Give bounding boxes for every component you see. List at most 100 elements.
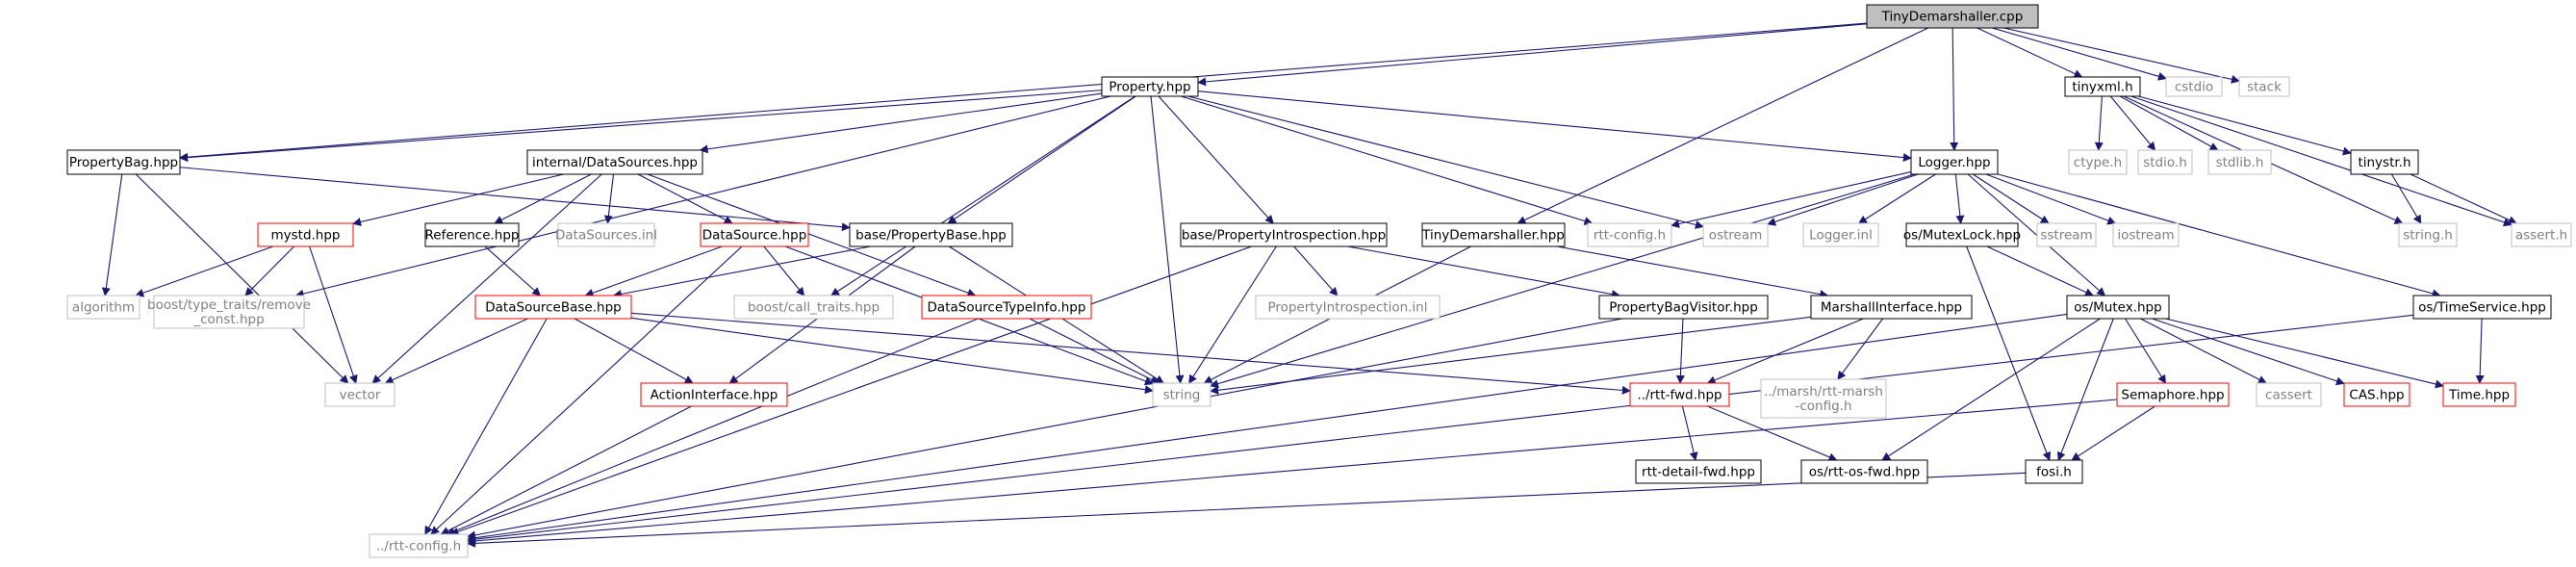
node-label: tinyxml.h [2072, 80, 2132, 95]
edge-timeservice-to-time [2475, 318, 2485, 384]
node-call-traits[interactable]: boost/call_traits.hpp [733, 295, 894, 320]
edge-tinyxml-to-tinystr [2138, 95, 2352, 156]
node-iostream[interactable]: iostream [2112, 222, 2180, 247]
node-assert-h[interactable]: assert.h [2511, 222, 2572, 247]
node-label: Time.hpp [2448, 388, 2510, 403]
edge-mutexlock-to-fosi [1966, 245, 2052, 461]
node-fosi[interactable]: fosi.h [2025, 459, 2083, 484]
node-rtt-config-h[interactable]: rtt-config.h [1587, 222, 1672, 247]
node-box [1180, 222, 1388, 247]
node-tinydem-h[interactable]: TinyDemarshaller.hpp [1421, 222, 1566, 247]
node-base-propbase[interactable]: base/PropertyBase.hpp [849, 222, 1013, 247]
edge-internal_ds-to-datasources_inl [603, 173, 615, 224]
node-box [2112, 222, 2180, 247]
edge-property-to-propertybag [179, 90, 1103, 163]
edge-internal_ds-to-mystd [352, 173, 564, 226]
edge-mystd-to-algorithm [135, 245, 274, 297]
node-logger-inl[interactable]: Logger.inl [1802, 222, 1879, 247]
edge-propertybag-to-vector [135, 173, 349, 384]
node-rtt-fwd[interactable]: ../rtt-fwd.hpp [1629, 382, 1730, 407]
edge-property-to-base_propbase [947, 95, 1136, 224]
node-propertybag[interactable]: PropertyBag.hpp [66, 149, 181, 175]
edge-property-to-logger [1197, 90, 1912, 162]
node-string[interactable]: string [1152, 382, 1211, 407]
node-ctype[interactable]: ctype.h [2068, 149, 2128, 175]
edge-dsbase-to-string [630, 317, 1154, 395]
edge-datasource-to-rtt_config_main [430, 245, 743, 535]
node-label: CAS.hpp [2349, 388, 2404, 403]
node-os-mutex[interactable]: os/Mutex.hpp [2066, 295, 2170, 320]
edge-root-to-tinydem_h [1517, 27, 1929, 224]
node-box [733, 295, 894, 320]
node-stdio[interactable]: stdio.h [2137, 149, 2193, 175]
node-tinystr[interactable]: tinystr.h [2350, 149, 2419, 175]
node-string-h[interactable]: string.h [2398, 222, 2458, 247]
node-stack[interactable]: stack [2238, 76, 2290, 97]
node-label: string [1163, 388, 1201, 403]
node-label: mystd.hpp [270, 228, 340, 244]
edge-base_propintro-to-rtt_config_main [449, 245, 1252, 536]
node-datasources-inl[interactable]: DataSources.inl [555, 222, 657, 247]
edge-property-to-ostream [1187, 95, 1704, 229]
node-label: string.h [2403, 228, 2453, 244]
node-vector[interactable]: vector [324, 382, 395, 407]
node-box [2398, 222, 2458, 247]
node-ostream[interactable]: ostream [1702, 222, 1769, 247]
node-label: sstream [2040, 228, 2092, 244]
node-internal-ds[interactable]: internal/DataSources.hpp [526, 149, 703, 175]
node-box [1587, 222, 1672, 247]
node-rtt-detail-fwd[interactable]: rtt-detail-fwd.hpp [1635, 459, 1762, 484]
edge-logger-to-mutexlock [1954, 173, 1965, 224]
node-reference[interactable]: Reference.hpp [424, 222, 520, 247]
node-dsbase[interactable]: DataSourceBase.hpp [474, 295, 632, 320]
node-box [1760, 378, 1887, 419]
node-box [2511, 222, 2572, 247]
node-logger[interactable]: Logger.hpp [1910, 149, 1999, 175]
node-mutexlock[interactable]: os/MutexLock.hpp [1903, 222, 2021, 247]
node-marsh-config[interactable]: ../marsh/rtt-marsh-config.h [1760, 378, 1887, 419]
edge-os_mutex-to-rtt_config_main [467, 313, 2068, 543]
node-stdlib[interactable]: stdlib.h [2207, 149, 2272, 175]
node-label: DataSources.inl [555, 228, 657, 244]
edge-property-to-call_traits [830, 95, 1136, 296]
edge-propbagvisitor-to-rtt_config_main [467, 318, 1622, 540]
node-root[interactable]: TinyDemarshaller.cpp [1866, 4, 2039, 29]
node-tinyxml[interactable]: tinyxml.h [2064, 76, 2141, 97]
node-propintro-inl[interactable]: PropertyIntrospection.inl [1255, 295, 1441, 320]
node-sstream[interactable]: sstream [2036, 222, 2097, 247]
node-algorithm[interactable]: algorithm [66, 295, 140, 320]
node-rtt-config-main[interactable]: ../rtt-config.h [369, 533, 469, 558]
edge-tinyxml-to-ctype [2094, 95, 2104, 151]
node-dstypeinfo[interactable]: DataSourceTypeInfo.hpp [921, 295, 1092, 320]
node-actioninterface[interactable]: ActionInterface.hpp [640, 382, 788, 407]
edge-logger-to-rtt_config_h [1671, 171, 1912, 228]
node-base-propintro[interactable]: base/PropertyIntrospection.hpp [1180, 222, 1388, 247]
node-cstdio[interactable]: cstdio [2165, 76, 2223, 97]
node-box [1152, 382, 1211, 407]
node-label: TinyDemarshaller.cpp [1881, 10, 2024, 25]
edge-dstypeinfo-to-string [1029, 318, 1160, 384]
node-marshallinterface[interactable]: MarshallInterface.hpp [1810, 295, 1973, 320]
node-datasource[interactable]: DataSource.hpp [700, 222, 809, 247]
node-label: Semaphore.hpp [2121, 388, 2224, 403]
node-box [557, 222, 655, 247]
node-time[interactable]: Time.hpp [2442, 382, 2516, 407]
edge-datasource-to-dsbase [584, 245, 723, 297]
node-label: iostream [2117, 228, 2174, 244]
node-label: assert.h [2515, 228, 2567, 244]
node-remove-const[interactable]: boost/type_traits/remove_const.hpp [147, 295, 311, 329]
node-property[interactable]: Property.hpp [1101, 76, 1199, 97]
edge-tinystr-to-assert_h [2410, 173, 2517, 224]
edge-logger-to-timeservice [1997, 173, 2441, 298]
node-box [2350, 149, 2419, 175]
node-timeservice[interactable]: os/TimeService.hpp [2412, 295, 2552, 320]
edge-property-to-string [1150, 95, 1185, 384]
node-cas[interactable]: CAS.hpp [2343, 382, 2410, 407]
node-semaphore[interactable]: Semaphore.hpp [2116, 382, 2230, 407]
node-mystd[interactable]: mystd.hpp [257, 222, 354, 247]
node-rtt-os-fwd[interactable]: os/rtt-os-fwd.hpp [1800, 459, 1928, 484]
node-propbagvisitor[interactable]: PropertyBagVisitor.hpp [1598, 295, 1769, 320]
edge-tinyxml-to-assert_h [2130, 95, 2512, 227]
node-cassert[interactable]: cassert [2256, 382, 2322, 407]
